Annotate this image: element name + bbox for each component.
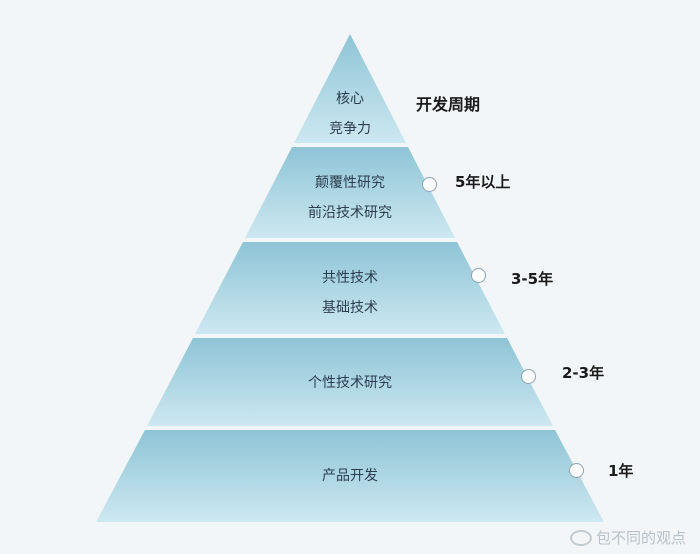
period-marker-3to5 (471, 268, 486, 283)
period-marker-5plus (422, 177, 437, 192)
pyramid-layer-product-development (96, 430, 604, 522)
development-period-header: 开发周期 (416, 95, 481, 114)
period-label-3to5: 3-5年 (511, 270, 554, 288)
period-label-2to3: 2-3年 (562, 364, 605, 382)
layer-frontier-label: 颠覆性研究 前沿技术研究 (200, 168, 500, 228)
layer-core-line-2: 竞争力 (329, 121, 371, 137)
layer-core-line-1: 核心 (336, 91, 364, 107)
watermark-text: 包不同的观点 (595, 529, 686, 547)
layer-specific-label: 个性技术研究 (200, 368, 500, 398)
layer-common-label: 共性技术 基础技术 (200, 263, 500, 323)
layer-common-line-1: 共性技术 (322, 270, 378, 286)
layer-product-line-1: 产品开发 (322, 468, 378, 484)
layer-specific-line-1: 个性技术研究 (308, 375, 392, 391)
layer-frontier-line-2: 前沿技术研究 (308, 205, 392, 221)
layer-common-line-2: 基础技术 (322, 300, 378, 316)
layer-product-label: 产品开发 (200, 461, 500, 491)
weibo-icon (569, 529, 592, 546)
layer-core-label: 核心 竞争力 (200, 84, 500, 144)
watermark: 包不同的观点 (569, 527, 686, 548)
period-label-1: 1年 (608, 462, 634, 480)
period-label-5plus: 5年以上 (455, 173, 511, 191)
layer-frontier-line-1: 颠覆性研究 (315, 175, 385, 191)
period-marker-1 (569, 463, 584, 478)
pyramid-layer-common-technology (195, 242, 505, 334)
pyramid-layer-frontier-research (245, 147, 455, 238)
pyramid-layer-core (294, 34, 406, 143)
pyramid-layer-specific-research (147, 338, 553, 426)
period-marker-2to3 (521, 369, 536, 384)
